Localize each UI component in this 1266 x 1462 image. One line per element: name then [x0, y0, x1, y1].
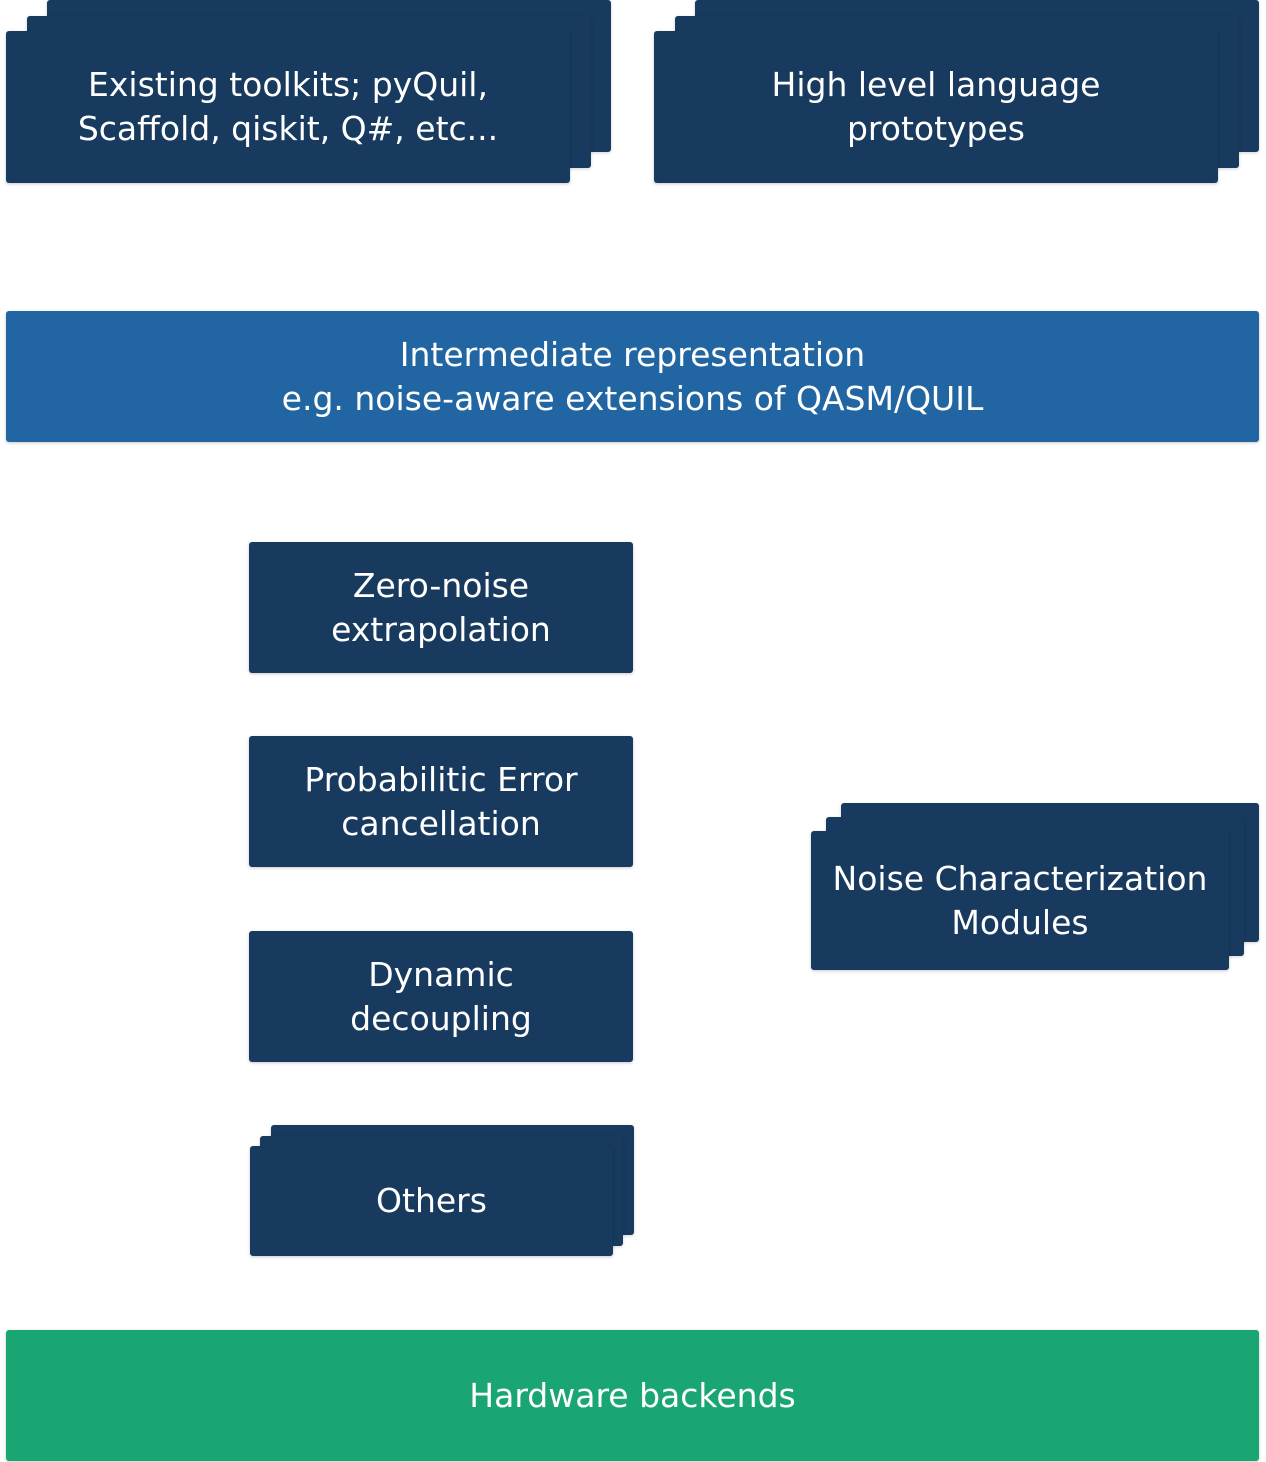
hardware-line-1: Hardware backends — [469, 1375, 796, 1415]
noise-characterization-modules-box: Noise Characterization Modules — [811, 831, 1229, 970]
zne-line-1: Zero-noise — [352, 565, 530, 605]
probabilistic-error-cancellation-box: Probabilitic Error cancellation — [249, 736, 633, 867]
prototypes-line-1: High level language — [771, 65, 1101, 104]
zne-line-2: extrapolation — [331, 609, 551, 649]
dynamic-decoupling-box: Dynamic decoupling — [249, 931, 633, 1062]
toolkits-line-1: Existing toolkits; pyQuil, — [88, 65, 488, 104]
intermediate-line-2: e.g. noise-aware extensions of QASM/QUIL — [281, 378, 984, 418]
zero-noise-extrapolation-box: Zero-noise extrapolation — [249, 542, 633, 673]
prototypes-line-2: prototypes — [846, 109, 1026, 148]
noise-modules-line-1: Noise Characterization — [832, 858, 1208, 898]
dd-line-2: decoupling — [350, 998, 532, 1038]
dd-line-1: Dynamic — [368, 954, 514, 994]
others-line-1: Others — [376, 1181, 487, 1220]
intermediate-line-1: Intermediate representation — [399, 334, 866, 374]
others-box: Others — [250, 1146, 613, 1256]
pec-line-2: cancellation — [341, 803, 541, 843]
noise-modules-line-2: Modules — [951, 902, 1089, 942]
toolkits-box: Existing toolkits; pyQuil, Scaffold, qis… — [6, 31, 570, 183]
pec-line-1: Probabilitic Error — [304, 759, 578, 799]
prototypes-box: High level language prototypes — [654, 31, 1218, 183]
intermediate-representation-box: Intermediate representation e.g. noise-a… — [6, 311, 1259, 442]
toolkits-line-2: Scaffold, qiskit, Q#, etc... — [77, 109, 499, 148]
hardware-backends-box: Hardware backends — [6, 1330, 1259, 1461]
